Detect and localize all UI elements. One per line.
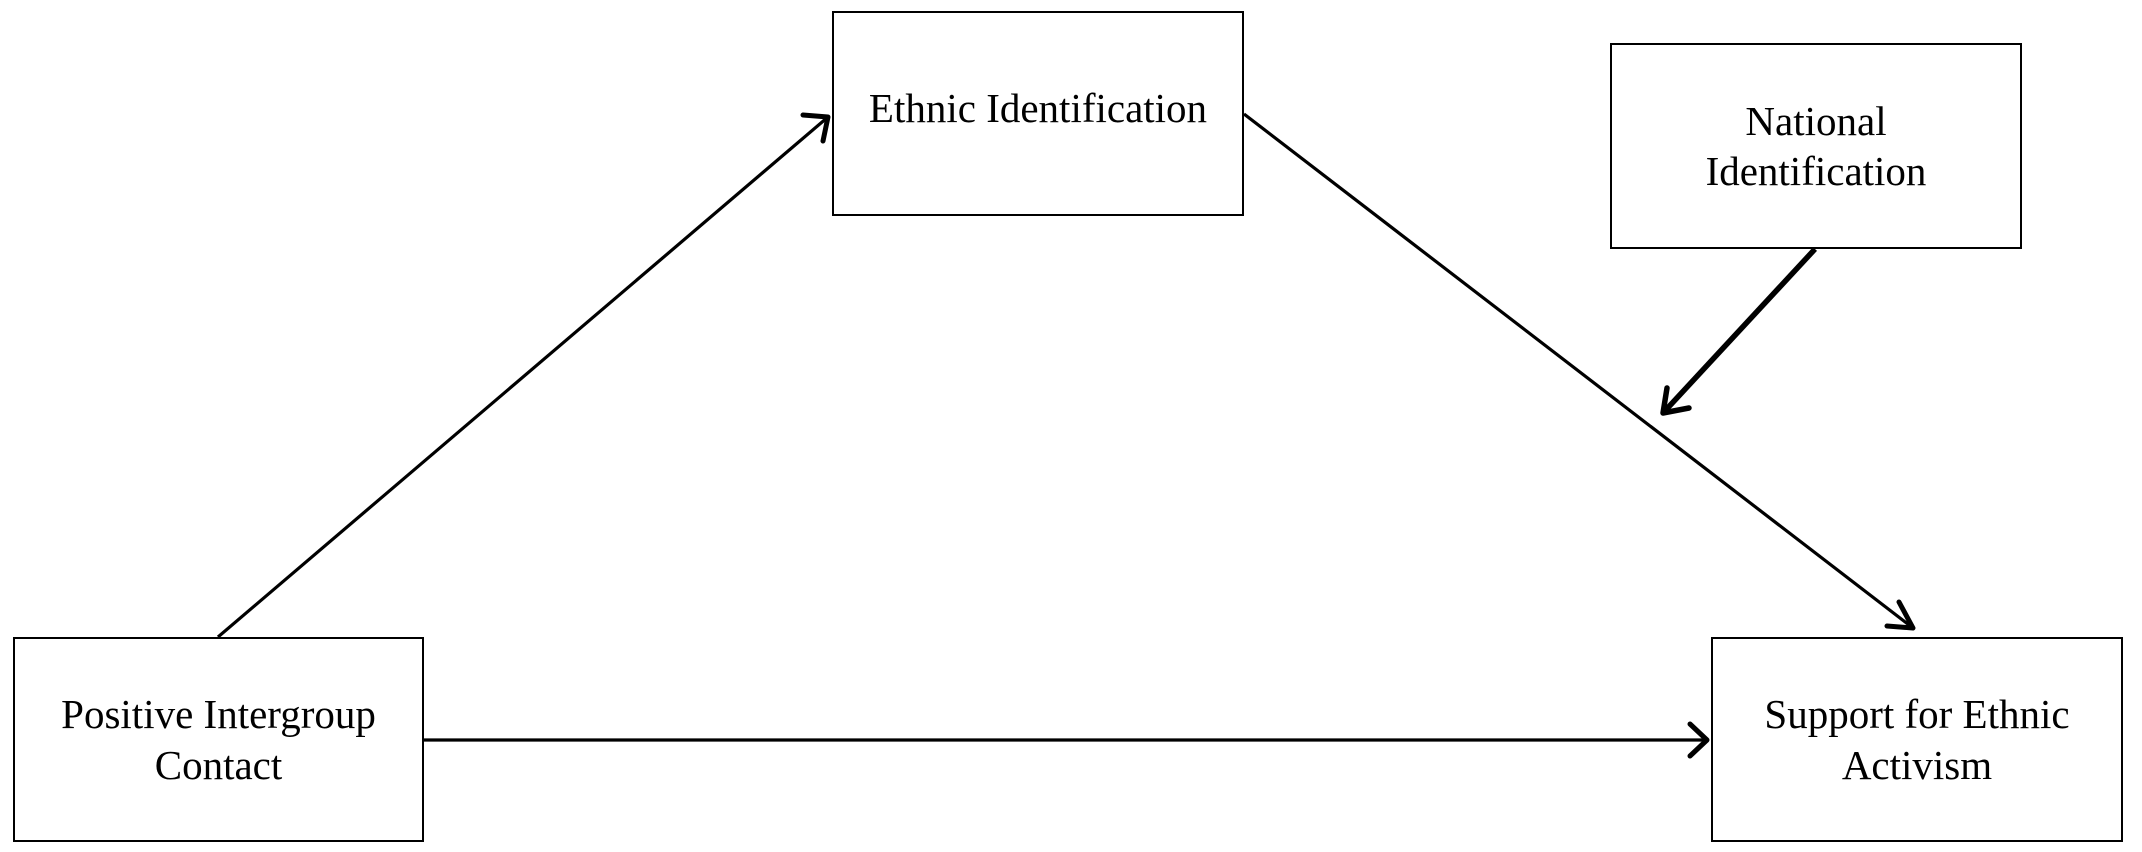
arrow-ethnic-to-activism [1243, 112, 1914, 630]
node-label-support-for-ethnic-activism: Support for Ethnic Activism [1764, 691, 2070, 788]
node-national-identification: National Identification [1610, 43, 2022, 249]
node-label-ethnic-identification: Ethnic Identification [868, 85, 1208, 132]
arrowhead-ethnic-to-activism [1884, 599, 1916, 631]
node-ethnic-identification: Ethnic Identification [832, 11, 1244, 216]
node-support-for-ethnic-activism: Support for Ethnic Activism [1711, 637, 2123, 842]
node-positive-intergroup-contact: Positive Intergroup Contact [13, 637, 424, 842]
arrow-national-moderator [1660, 247, 1818, 415]
arrowhead-contact-to-ethnic [800, 112, 831, 144]
node-label-national-identification: National Identification [1705, 97, 1927, 194]
arrowhead-national-moderator [1660, 385, 1692, 416]
arrowhead-contact-to-activism [1687, 721, 1710, 759]
arrow-contact-to-ethnic [216, 115, 830, 639]
node-label-positive-intergroup-contact: Positive Intergroup Contact [61, 691, 376, 788]
